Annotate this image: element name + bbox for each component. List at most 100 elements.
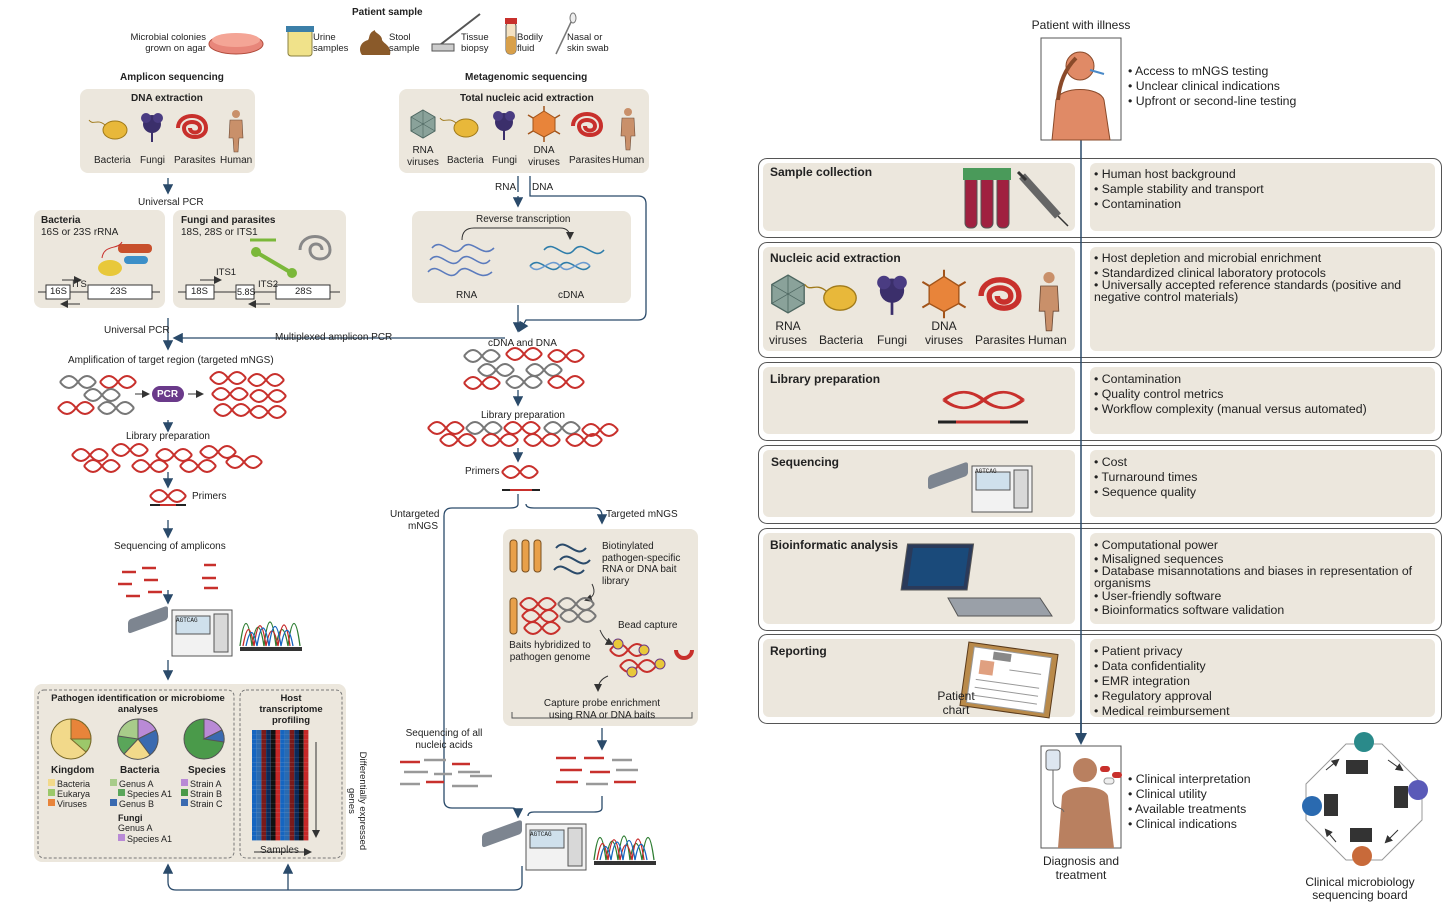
organism-label: Bacteria — [819, 333, 864, 347]
agar-plate-icon — [208, 33, 264, 55]
row-title: Sequencing — [771, 455, 840, 469]
bacteria-gene-title: Bacteria — [41, 215, 81, 226]
organism-label: Parasites — [975, 333, 1026, 347]
organism-label: Parasites — [569, 155, 611, 166]
host-heatmap — [252, 730, 309, 841]
sample-agar-label: Microbial colonies grown on agar — [130, 32, 206, 54]
seq-amplicons-label: Sequencing of amplicons — [114, 541, 226, 552]
capture-probe-label: Capture probe enrichment using RNA or DN… — [543, 698, 661, 721]
dna-extraction-label: DNA extraction — [131, 93, 203, 104]
organism-label: Fungi — [140, 155, 166, 166]
pathogen-title: Pathogen identification or microbiome an… — [51, 693, 225, 715]
fungi-icon — [140, 112, 164, 143]
organism-label: RNA viruses — [768, 319, 807, 347]
bait-tubes-icon — [509, 539, 542, 573]
gene-label: ITS1 — [216, 267, 237, 278]
sample-urine-label: Urine samples — [313, 32, 349, 54]
fluid-tube-icon — [505, 18, 517, 55]
organism-label: Bacteria — [447, 155, 484, 166]
patient-bullets: Access to mNGS testing Unclear clinical … — [1128, 64, 1296, 109]
fungi-parasite-group-icon — [250, 235, 332, 278]
organism-label: Fungi — [492, 155, 518, 166]
seq-code-right-row: AGTCAG — [975, 468, 997, 475]
row-bullets: Host depletion and microbial enrichmentS… — [1094, 251, 1424, 303]
organism-label: Human — [220, 155, 253, 166]
biopsy-icon — [431, 13, 481, 52]
fungi-gene-sub: 18S, 28S or ITS1 — [181, 227, 258, 238]
rna-strands — [427, 243, 495, 277]
kingdom-label: Kingdom — [51, 765, 95, 776]
diagnosis-bullets: Clinical interpretationClinical utilityA… — [1128, 772, 1251, 832]
bacteria-icon — [88, 119, 128, 140]
chromatogram-icon — [593, 835, 657, 866]
row-title: Reporting — [770, 644, 827, 658]
dna-virus-icon — [527, 105, 561, 143]
row-bullets: Patient privacyData confidentialityEMR i… — [1094, 644, 1230, 719]
diagnosis-label: Diagnosis and treatment — [1042, 854, 1120, 882]
metagenomic-title: Metagenomic sequencing — [465, 72, 588, 83]
legend-item: Species A1 — [127, 834, 173, 844]
baits-hybridized-label: Baits hybridized to pathogen genome — [509, 640, 591, 663]
dna-branch-label: DNA — [532, 182, 554, 193]
gene-label: ITS2 — [258, 279, 279, 290]
gene-label: 18S — [191, 286, 208, 297]
row-bullets: Human host backgroundSample stability an… — [1094, 167, 1264, 212]
urine-cup-icon — [286, 26, 314, 57]
blood-tubes-icon — [963, 168, 1011, 229]
swab-icon — [555, 12, 577, 55]
rt-cdna-label: cDNA — [558, 290, 585, 301]
bacteria-gene-sub: 16S or 23S rRNA — [41, 227, 119, 238]
patient-icon — [1051, 51, 1111, 141]
kingdom-pie — [50, 718, 92, 760]
species-pie — [183, 718, 225, 760]
primers-right-label: Primers — [465, 466, 500, 477]
organism-label: Bacteria — [94, 155, 131, 166]
library-fragment-icon — [938, 392, 1028, 424]
cdna-dna-label: cDNA and DNA — [488, 338, 557, 349]
magnet-icon — [674, 649, 694, 660]
multiplexed-label: Multiplexed amplicon PCR — [275, 332, 393, 343]
dna-virus-icon — [921, 268, 967, 320]
sequencing-board-icon — [1302, 732, 1428, 866]
organism-label: DNA viruses — [924, 319, 963, 347]
row-title: Sample collection — [770, 165, 873, 179]
rna-virus-icon — [771, 274, 805, 314]
parasite-icon — [176, 114, 208, 139]
patient-sample-title: Patient sample — [352, 7, 423, 18]
species-label: Species — [188, 765, 226, 776]
bait-library-icon — [553, 543, 591, 575]
gene-label: 5.8S — [237, 287, 256, 297]
organism-label: Parasites — [174, 155, 216, 166]
organism-label: DNA viruses — [528, 145, 560, 168]
legend-item: Strain B — [190, 789, 223, 799]
organism-label: Human — [612, 155, 645, 166]
bacteria-col-label: Bacteria — [120, 765, 160, 776]
human-icon — [1038, 271, 1060, 332]
sample-biopsy-label: Tissue biopsy — [461, 32, 489, 54]
gene-label: 23S — [110, 286, 127, 297]
legend-item: Viruses — [57, 799, 87, 809]
rt-label: Reverse transcription — [476, 214, 571, 225]
bead-capture-label: Bead capture — [618, 620, 678, 631]
human-icon — [228, 109, 244, 153]
seq-code-right: AGTCAG — [530, 831, 552, 838]
parasite-icon — [981, 280, 1019, 308]
diff-expr-label: Differentially expressed genes — [346, 751, 368, 851]
row-bullets: CostTurnaround timesSequence quality — [1094, 455, 1198, 500]
amplification-label: Amplification of target region (targeted… — [68, 355, 274, 366]
stool-icon — [360, 30, 391, 55]
organism-label: Fungi — [877, 333, 908, 347]
bacteria-group-icon — [98, 241, 152, 276]
organism-label: Human — [1028, 333, 1067, 347]
legend-item: Genus A — [118, 823, 153, 833]
tna-extraction-panel — [399, 89, 649, 173]
pcr-badge — [152, 386, 184, 402]
targeted-label: Targeted mNGS — [606, 509, 678, 520]
patient-chart-label: Patient chart — [937, 689, 975, 717]
fungi-gene-title: Fungi and parasites — [181, 215, 276, 226]
fungi-icon — [492, 110, 516, 141]
rna-virus-icon — [410, 109, 436, 139]
cdna-strands — [529, 245, 605, 271]
legend-item: Strain A — [190, 779, 222, 789]
reverse-transcription-panel — [412, 211, 631, 303]
